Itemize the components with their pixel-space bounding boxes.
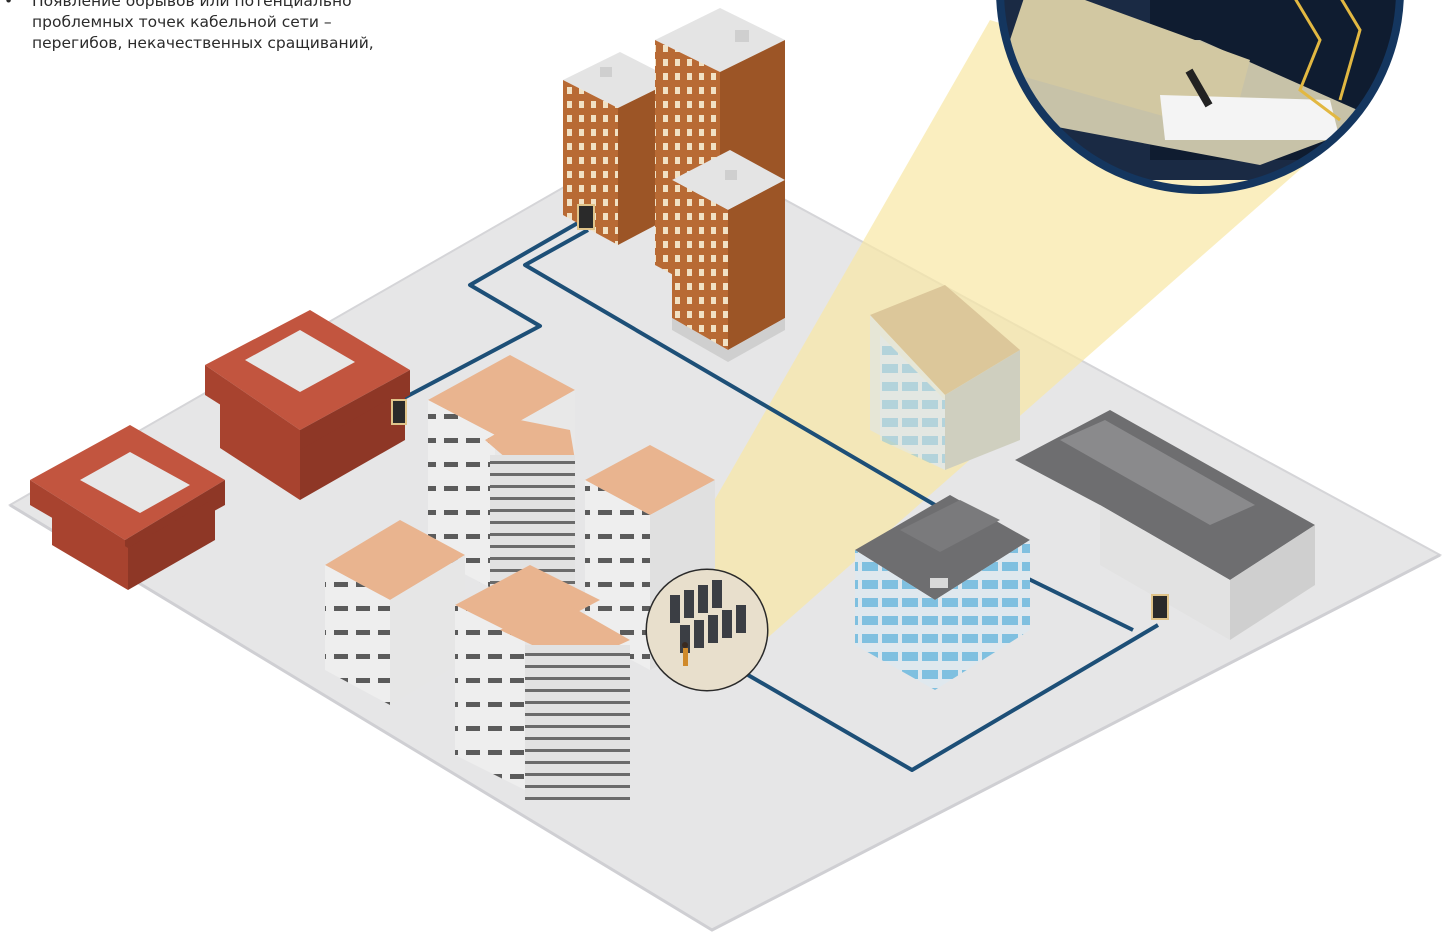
hvac-unit xyxy=(930,578,948,588)
beige-building xyxy=(870,285,1020,470)
brick-tower-front xyxy=(672,150,785,362)
cable-server-to-right xyxy=(746,623,1160,772)
network-cables xyxy=(399,218,1160,772)
bullet-text: • Появление обрывов или потенциально про… xyxy=(2,0,462,54)
blue-glass-building xyxy=(855,495,1030,690)
white-building-left xyxy=(325,520,465,705)
white-tower-front xyxy=(455,565,630,800)
cable-towers-to-right xyxy=(523,228,937,507)
red-building-large xyxy=(205,310,410,500)
red-building-small xyxy=(30,425,225,590)
bullet-line-2: проблемных точек кабельной сети – xyxy=(32,13,332,31)
bullet-line-1: Появление обрывов или потенциально xyxy=(32,0,352,10)
ground-edge xyxy=(9,503,1441,932)
white-tower-tall xyxy=(428,355,575,595)
bullet-marker: • xyxy=(4,0,14,10)
cable-towers-to-left xyxy=(399,218,584,402)
network-cabinet-icon xyxy=(391,399,407,425)
network-cabinet-icon xyxy=(1151,594,1169,620)
server-room-icon xyxy=(645,568,769,692)
network-cabinet-icon xyxy=(577,204,595,230)
bullet-line-3: перегибов, некачественных сращиваний, xyxy=(32,34,374,52)
gray-roof-building xyxy=(1015,410,1315,640)
